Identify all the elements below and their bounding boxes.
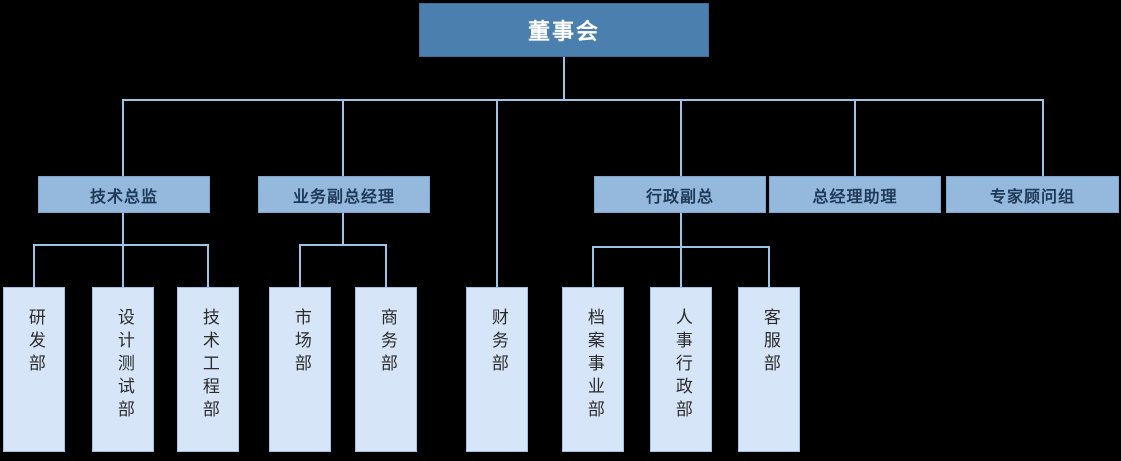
connector-drop-business-vp: [342, 99, 344, 176]
node-business-vp[interactable]: 业务副总经理: [258, 176, 430, 213]
node-commerce-dept[interactable]: 商务部: [355, 287, 417, 452]
node-label: 技术工程部: [198, 308, 219, 423]
node-label: 设计测试部: [113, 308, 134, 423]
node-tech-director[interactable]: 技术总监: [38, 176, 210, 213]
node-gm-assistant[interactable]: 总经理助理: [769, 176, 941, 213]
node-customer-service-dept[interactable]: 客服部: [738, 287, 800, 452]
connector-drop-expert-group: [1042, 99, 1044, 176]
connector-tech-stem: [122, 213, 124, 246]
node-label: 业务副总经理: [292, 186, 395, 206]
connector-drop-rnd-dept: [33, 244, 35, 287]
connector-level2-bus: [122, 99, 1044, 101]
node-label: 商务部: [376, 308, 397, 377]
connector-root-stem: [563, 57, 565, 101]
node-label: 董事会: [527, 20, 600, 45]
connector-drop-admin-vp: [680, 99, 682, 176]
connector-drop-marketing-dept: [299, 244, 301, 287]
node-finance-dept[interactable]: 财务部: [466, 287, 528, 452]
node-label: 技术总监: [89, 186, 158, 206]
node-label: 行政副总: [645, 186, 714, 206]
node-label: 总经理助理: [812, 186, 898, 206]
node-label: 市场部: [290, 308, 311, 377]
node-tech-engineering-dept[interactable]: 技术工程部: [177, 287, 239, 452]
connector-drop-commerce-dept: [385, 244, 387, 287]
node-label: 客服部: [759, 308, 780, 377]
connector-drop-customer-service-dept: [768, 246, 770, 287]
connector-drop-tech-director: [122, 99, 124, 176]
node-archive-business-dept[interactable]: 档案事业部: [562, 287, 624, 452]
node-rnd-dept[interactable]: 研发部: [3, 287, 65, 452]
connector-drop-design-test-dept: [122, 244, 124, 287]
connector-business-stem: [342, 213, 344, 246]
connector-drop-gm-assistant: [854, 99, 856, 176]
connector-business-bus: [299, 244, 387, 246]
node-label: 专家顾问组: [989, 186, 1075, 206]
node-expert-advisory-group[interactable]: 专家顾问组: [946, 176, 1119, 213]
node-hr-admin-dept[interactable]: 人事行政部: [650, 287, 712, 452]
connector-tech-bus: [33, 244, 209, 246]
connector-drop-archive-dept: [592, 246, 594, 287]
node-label: 人事行政部: [671, 308, 692, 423]
connector-admin-stem: [680, 213, 682, 247]
node-design-test-dept[interactable]: 设计测试部: [92, 287, 154, 452]
connector-drop-hr-admin-dept: [680, 246, 682, 287]
node-admin-vp[interactable]: 行政副总: [594, 176, 766, 213]
node-label: 档案事业部: [583, 308, 604, 423]
node-marketing-dept[interactable]: 市场部: [269, 287, 331, 452]
connector-drop-finance-dept: [496, 99, 498, 287]
node-board-of-directors[interactable]: 董事会: [419, 3, 709, 57]
node-label: 财务部: [487, 308, 508, 377]
connector-drop-tech-eng-dept: [207, 244, 209, 287]
node-label: 研发部: [24, 308, 45, 377]
